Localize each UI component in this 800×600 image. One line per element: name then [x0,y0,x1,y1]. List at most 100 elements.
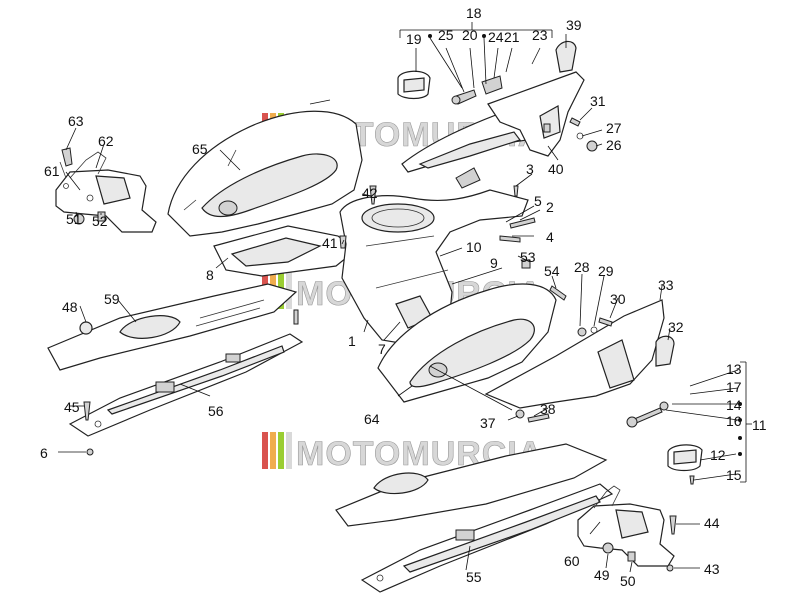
callout-41: 41 [322,235,338,251]
callout-2: 2 [546,199,554,215]
callout-55: 55 [466,569,482,585]
knob-48 [79,321,93,335]
callout-42: 42 [362,185,378,201]
screw-31 [569,117,581,127]
callout-56: 56 [208,403,224,419]
callout-53: 53 [520,249,536,265]
callout-3: 3 [526,161,534,177]
nut-28 [577,327,587,337]
right-trim-33 [484,299,665,409]
screw-42 [369,185,377,205]
callout-1: 1 [348,333,356,349]
callout-62: 62 [98,133,114,149]
screw-63 [61,147,73,167]
callout-32: 32 [668,319,684,335]
light-12 [667,444,703,472]
right-floor-rail-55 [360,483,614,593]
callout-4: 4 [546,229,554,245]
callout-63: 63 [68,113,84,129]
callout-52: 52 [92,213,108,229]
callout-49: 49 [594,567,610,583]
callout-15: 15 [726,467,742,483]
bracket-20 [481,75,503,95]
callout-12: 12 [710,447,726,463]
clip-43 [666,564,674,572]
screw-44 [669,515,677,535]
callout-5: 5 [534,193,542,209]
callout-44: 44 [704,515,720,531]
screw-15 [689,475,695,485]
callout-labels: 1 2 3 4 5 6 7 8 9 10 11 12 13 14 15 16 1… [40,5,767,589]
clip-6 [86,448,94,456]
screw-4 [499,235,521,243]
callout-37: 37 [480,415,496,431]
callout-9: 9 [490,255,498,271]
screw-2 [509,217,536,229]
callout-10: 10 [466,239,482,255]
callout-19: 19 [406,31,422,47]
callout-39: 39 [566,17,582,33]
callout-48: 48 [62,299,78,315]
callout-50: 50 [620,573,636,589]
callout-38: 38 [540,401,556,417]
bolt-11 [626,407,663,428]
callout-24: 24 [488,29,504,45]
callout-23: 23 [532,27,548,43]
callout-13: 13 [726,361,742,377]
lower-trim-8 [213,225,357,277]
callout-28: 28 [574,259,590,275]
screw-30 [598,317,613,327]
bolt-25 [451,89,477,105]
callout-14: 14 [726,397,742,413]
rear-reflector-39 [555,40,577,73]
callout-31: 31 [590,93,606,109]
nut-51 [73,213,85,225]
callout-43: 43 [704,561,720,577]
clip-50 [627,551,636,562]
washer-29 [590,326,598,334]
nut-16 [659,401,669,411]
right-floor-mat [335,443,608,527]
right-side-panel-64 [377,283,557,403]
callout-29: 29 [598,263,614,279]
left-rear-bracket [55,151,157,233]
callout-26: 26 [606,137,622,153]
left-side-panel-65 [167,110,363,237]
stud-56-post [293,309,299,325]
nut-37 [515,409,525,419]
callout-18: 18 [466,5,482,21]
callout-45: 45 [64,399,80,415]
callout-60: 60 [564,553,580,569]
screw-54 [549,285,567,301]
screw-45 [83,401,91,421]
screw-3 [513,185,519,197]
callout-25: 25 [438,27,454,43]
callout-8: 8 [206,267,214,283]
callout-17: 17 [726,379,742,395]
callout-20: 20 [462,27,478,43]
reflector-19 [397,70,431,100]
left-floor-rail-56 [68,333,304,437]
callout-11: 11 [752,417,767,433]
clip-52 [97,211,106,222]
group-dots [428,34,742,456]
rear-right-panel-39 [487,71,585,157]
callout-27: 27 [606,120,622,136]
callout-54: 54 [544,263,560,279]
callout-65: 65 [192,141,208,157]
callout-59: 59 [104,291,120,307]
callout-61: 61 [44,163,60,179]
callout-7: 7 [378,341,386,357]
reflector-32 [655,335,675,367]
callout-40: 40 [548,161,564,177]
right-rear-bracket-60 [577,485,675,567]
callout-16: 16 [726,413,742,429]
callout-33: 33 [658,277,674,293]
callout-30: 30 [610,291,626,307]
callout-21: 21 [504,29,520,45]
leader-lines [58,22,752,573]
callout-6: 6 [40,445,48,461]
screw-38 [527,413,550,423]
